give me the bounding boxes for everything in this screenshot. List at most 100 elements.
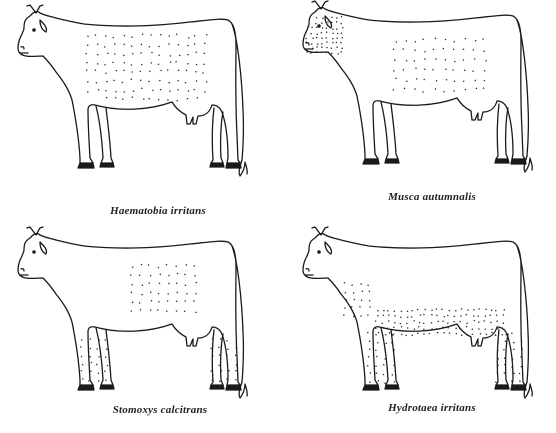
fly-dot bbox=[326, 41, 328, 43]
fly-dot bbox=[504, 364, 506, 366]
fly-dot bbox=[521, 348, 523, 350]
fly-dot bbox=[322, 51, 324, 53]
fly-dot bbox=[226, 340, 228, 342]
fly-dot bbox=[461, 308, 463, 310]
fly-dot bbox=[322, 17, 324, 19]
fly-dot bbox=[388, 320, 390, 322]
fly-dot bbox=[400, 317, 402, 319]
fly-dot bbox=[384, 382, 386, 384]
fly-dot bbox=[367, 332, 369, 334]
fly-dot bbox=[149, 70, 151, 72]
fly-dot bbox=[454, 80, 456, 82]
fly-dot bbox=[186, 70, 188, 72]
fly-dot bbox=[325, 16, 327, 18]
fly-dot bbox=[185, 82, 187, 84]
fly-dot bbox=[195, 51, 197, 53]
fly-dot bbox=[211, 380, 213, 382]
fly-dot bbox=[484, 329, 486, 331]
fly-dot bbox=[168, 275, 170, 277]
fly-dot bbox=[158, 301, 160, 303]
fly-dot bbox=[431, 322, 433, 324]
fly-dot bbox=[384, 358, 386, 360]
fly-dot bbox=[406, 40, 408, 42]
fly-dot bbox=[317, 43, 319, 45]
fly-dot bbox=[414, 60, 416, 62]
fly-dot bbox=[387, 328, 389, 330]
fly-dot bbox=[196, 80, 198, 82]
fly-dot bbox=[142, 34, 144, 36]
fly-dot bbox=[424, 58, 426, 60]
fly-dot bbox=[187, 54, 189, 56]
fly-dot bbox=[336, 42, 338, 44]
fly-dot bbox=[472, 334, 474, 336]
fly-dot bbox=[112, 62, 114, 64]
fly-dot bbox=[401, 326, 403, 328]
fly-dot bbox=[520, 356, 522, 358]
fly-dot bbox=[341, 16, 343, 18]
fly-dot bbox=[375, 334, 377, 336]
caption-musca: Musca autumnalis bbox=[302, 191, 556, 203]
fly-dot bbox=[193, 300, 195, 302]
fly-dot bbox=[158, 54, 160, 56]
fly-dot bbox=[393, 327, 395, 329]
fly-dot bbox=[478, 308, 480, 310]
fly-dot bbox=[139, 302, 141, 304]
fly-dot bbox=[394, 59, 396, 61]
fly-dot bbox=[460, 315, 462, 317]
fly-dot bbox=[474, 58, 476, 60]
fly-dot bbox=[466, 334, 468, 336]
fly-dot bbox=[491, 332, 493, 334]
fly-dot bbox=[367, 285, 369, 287]
fly-distribution bbox=[343, 282, 523, 384]
fly-dot bbox=[504, 309, 506, 311]
fly-dot bbox=[305, 32, 307, 34]
fly-dot bbox=[423, 314, 425, 316]
fly-dot bbox=[497, 372, 499, 374]
fly-dot bbox=[105, 90, 107, 92]
fly-dot bbox=[464, 69, 466, 71]
fly-dot bbox=[394, 311, 396, 313]
fly-dot bbox=[179, 55, 181, 57]
fly-dot bbox=[332, 42, 334, 44]
fly-dot bbox=[98, 373, 100, 375]
fly-dot bbox=[485, 60, 487, 62]
fly-dot bbox=[513, 349, 515, 351]
fly-dot bbox=[496, 320, 498, 322]
fly-dot bbox=[495, 381, 497, 383]
fly-dot bbox=[331, 47, 333, 49]
fly-dot bbox=[322, 27, 324, 29]
fly-dot bbox=[344, 282, 346, 284]
fly-dot bbox=[311, 27, 313, 29]
fly-dot bbox=[360, 283, 362, 285]
fly-dot bbox=[206, 34, 208, 36]
fly-dot bbox=[321, 22, 323, 24]
fly-dot bbox=[382, 323, 384, 325]
fly-dot bbox=[167, 300, 169, 302]
fly-dot bbox=[203, 64, 205, 66]
fly-dot bbox=[404, 88, 406, 90]
fly-dot bbox=[419, 322, 421, 324]
fly-dot bbox=[220, 338, 222, 340]
fly-dot bbox=[160, 70, 162, 72]
fly-dot bbox=[97, 54, 99, 56]
fly-dot bbox=[316, 46, 318, 48]
fly-dot bbox=[501, 327, 503, 329]
panel-4 bbox=[303, 227, 532, 398]
fly-dot bbox=[187, 98, 189, 100]
fly-dot bbox=[326, 31, 328, 33]
fly-dot bbox=[436, 328, 438, 330]
fly-dot bbox=[360, 315, 362, 317]
fly-dot bbox=[417, 309, 419, 311]
fly-dot bbox=[383, 328, 385, 330]
fly-dot bbox=[395, 78, 397, 80]
fly-dot bbox=[123, 55, 125, 57]
fly-dot bbox=[142, 284, 144, 286]
fly-dot bbox=[478, 328, 480, 330]
fly-dot bbox=[176, 100, 178, 102]
fly-dot bbox=[140, 79, 142, 81]
fly-dot bbox=[482, 38, 484, 40]
fly-dot bbox=[483, 87, 485, 89]
fly-dot bbox=[415, 68, 417, 70]
fly-dot bbox=[81, 370, 83, 372]
fly-dot bbox=[311, 43, 313, 45]
